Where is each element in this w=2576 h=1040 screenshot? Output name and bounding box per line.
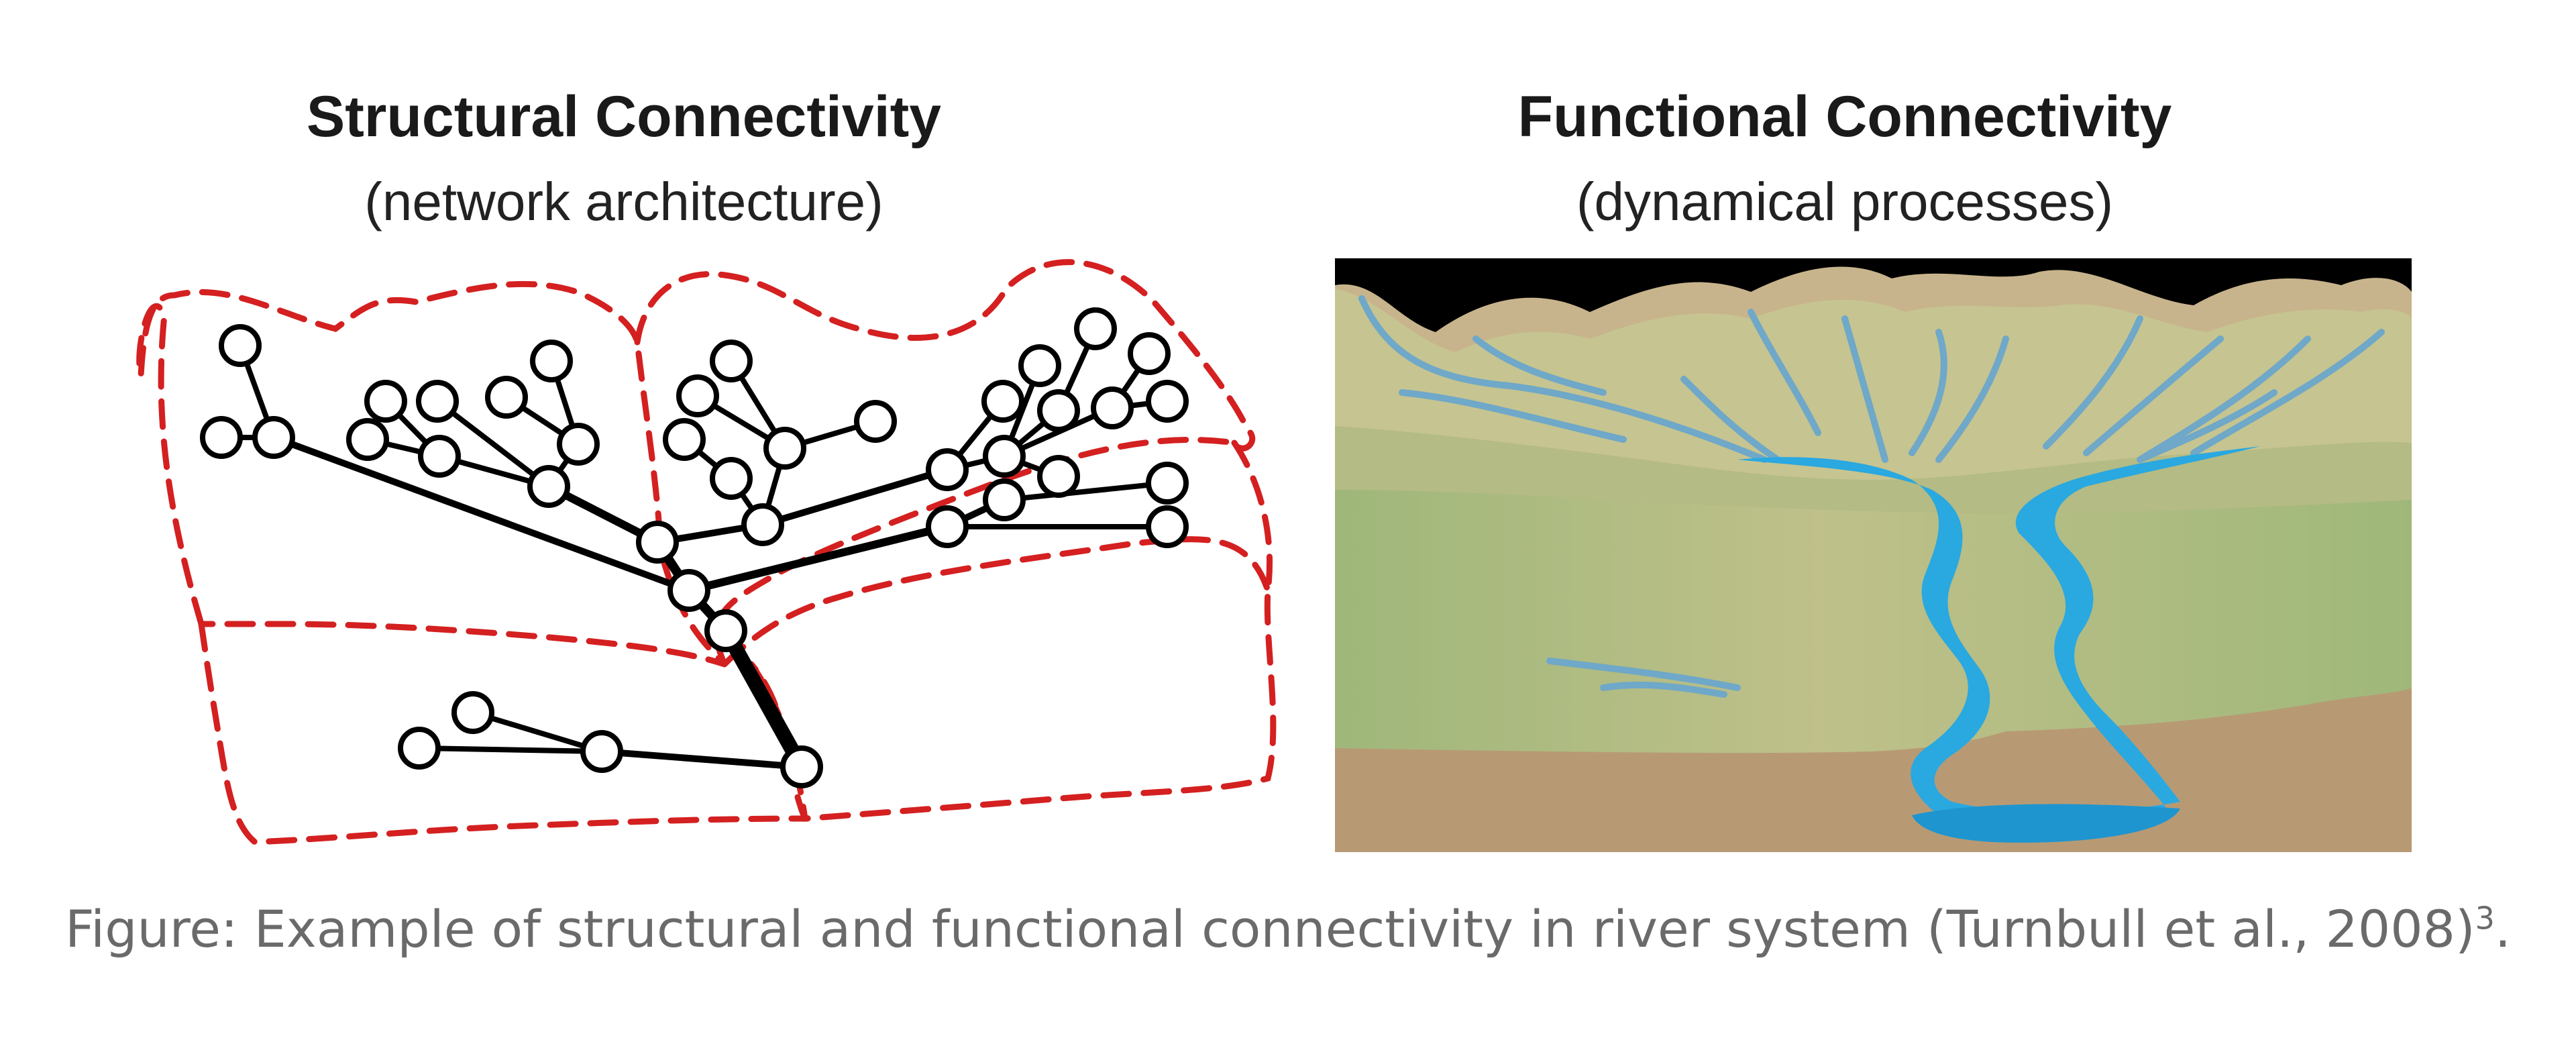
network-node xyxy=(364,380,407,423)
network-node xyxy=(763,427,806,470)
tributary-channels xyxy=(1358,295,2385,698)
figure-caption-end: . xyxy=(2494,899,2512,959)
network-node xyxy=(219,324,262,367)
citation-superscript: 3 xyxy=(2475,900,2495,937)
structural-connectivity-title: Structural Connectivity xyxy=(306,85,942,149)
network-node xyxy=(451,691,494,734)
network-node xyxy=(710,457,753,500)
network-node xyxy=(1018,344,1061,387)
network-node xyxy=(557,423,600,466)
network-node xyxy=(200,416,243,459)
network-node xyxy=(780,745,823,788)
figure-caption: Figure: Example of structural and functi… xyxy=(0,899,2576,959)
network-node xyxy=(1146,380,1189,423)
network-node xyxy=(1128,332,1171,375)
catchment-boundary-main-stem xyxy=(721,536,1271,668)
river-landscape-illustration xyxy=(1335,258,2412,852)
network-node xyxy=(398,727,441,770)
network-node xyxy=(580,730,623,773)
functional-connectivity-title: Functional Connectivity xyxy=(1517,85,2172,149)
network-node xyxy=(418,435,461,478)
network-node xyxy=(1037,389,1080,432)
network-node xyxy=(1091,386,1134,429)
catchment-boundaries xyxy=(136,259,1277,845)
midground-hills xyxy=(1335,426,2412,513)
network-node xyxy=(741,503,784,546)
network-node xyxy=(527,465,570,508)
network-node xyxy=(1074,307,1117,350)
network-node xyxy=(485,376,528,419)
network-nodes xyxy=(200,307,1189,788)
network-node xyxy=(926,505,969,548)
functional-connectivity-subtitle: (dynamical processes) xyxy=(1576,172,2114,231)
network-node xyxy=(1146,505,1189,548)
structural-connectivity-subtitle: (network architecture) xyxy=(364,172,883,231)
network-node xyxy=(1146,462,1189,505)
structural-network-diagram xyxy=(136,259,1277,845)
network-node xyxy=(530,340,573,382)
network-node xyxy=(981,380,1024,423)
network-node xyxy=(983,478,1026,521)
network-node xyxy=(636,521,679,564)
network-node xyxy=(667,569,710,612)
lake xyxy=(1912,804,2180,843)
network-node xyxy=(252,416,295,459)
network-node xyxy=(346,418,389,461)
network-node xyxy=(1037,455,1080,498)
network-node xyxy=(983,435,1026,478)
catchment-boundary-left xyxy=(136,280,727,668)
catchment-boundary-lower xyxy=(198,621,809,845)
network-node xyxy=(926,448,969,491)
figure-caption-text: Figure: Example of structural and functi… xyxy=(64,899,2475,959)
network-node xyxy=(854,400,897,443)
catchment-boundary-upper-right xyxy=(634,259,1256,668)
network-node xyxy=(416,380,459,423)
network-node xyxy=(710,340,753,382)
network-node xyxy=(704,609,747,652)
network-node xyxy=(676,374,719,417)
network-node xyxy=(663,418,706,461)
